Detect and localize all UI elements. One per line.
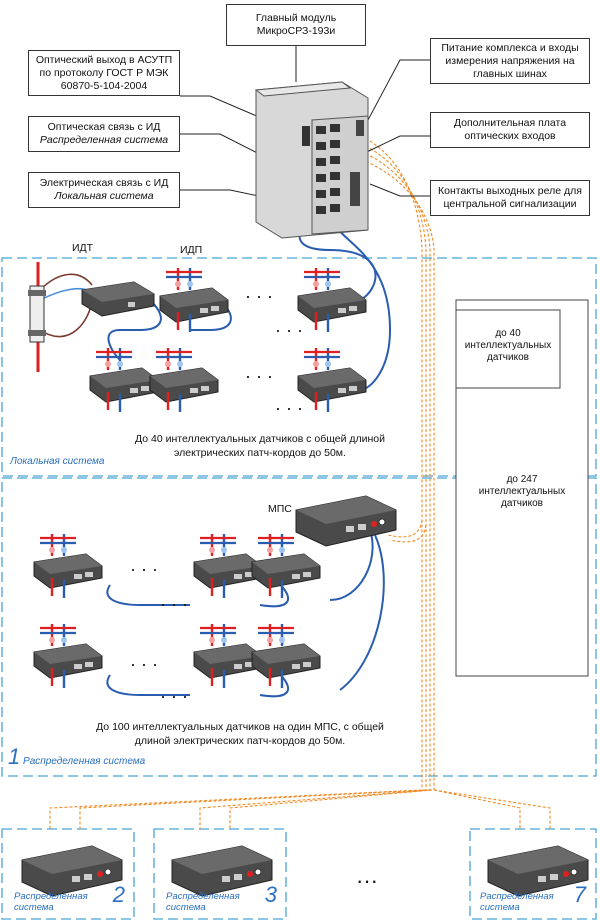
callout-optical-link: Оптическая связь с ИД Распределенная сис… bbox=[28, 116, 180, 152]
callout-relay-contacts: Контакты выходных реле для центральной с… bbox=[430, 180, 590, 216]
idt-label: ИДТ bbox=[72, 242, 94, 254]
idp-sensor bbox=[296, 266, 368, 334]
idt-sensor-post bbox=[28, 262, 46, 372]
fiber-trunk bbox=[49, 131, 551, 829]
up-to-40-text: до 40 интеллектуальных датчиков bbox=[464, 328, 552, 363]
mps-device-system3 bbox=[171, 845, 273, 897]
idp-sensor bbox=[32, 622, 104, 690]
ellipsis: · · · bbox=[130, 654, 158, 674]
system3-label: Распределенная система 3 bbox=[166, 882, 277, 914]
distributed-system-frame bbox=[1, 477, 597, 777]
idp-sensor bbox=[158, 266, 230, 334]
idp-sensor bbox=[250, 532, 322, 600]
ellipsis: · · · bbox=[245, 286, 273, 306]
system7-label: Распределенная система 7 bbox=[480, 882, 586, 914]
system2-frame bbox=[1, 828, 135, 920]
system7-frame bbox=[469, 828, 597, 920]
callout-extra-board: Дополнительная плата оптических входов bbox=[430, 112, 590, 148]
local-system-label: Локальная система bbox=[10, 456, 105, 467]
distributed-system-label: 1 Распределенная система bbox=[8, 744, 145, 770]
callout-electric-link: Электрическая связь с ИД Локальная систе… bbox=[28, 172, 180, 208]
system2-label: Распределенная система 2 bbox=[14, 882, 125, 914]
up-to-247-text: до 247 интеллектуальных датчиков bbox=[478, 474, 566, 509]
idp-sensor bbox=[148, 346, 220, 414]
local-caption: До 40 интеллектуальных датчиков с общей … bbox=[135, 433, 385, 459]
mps-device bbox=[295, 495, 397, 547]
system3-frame bbox=[153, 828, 287, 920]
main-module-title: Главный модуль bbox=[255, 12, 337, 24]
callout-optical-output: Оптический выход в АСУТП по протоколу ГО… bbox=[28, 50, 180, 96]
main-module-model: МикроСРЗ-193и bbox=[256, 25, 336, 37]
distributed-caption: До 100 интеллектуальных датчиков на один… bbox=[96, 721, 384, 747]
idp-sensor bbox=[296, 346, 368, 414]
idp-sensor bbox=[32, 532, 104, 600]
main-module-device bbox=[254, 81, 369, 239]
up-to-40-box bbox=[455, 309, 561, 389]
bottom-ellipsis: ··· bbox=[356, 868, 378, 893]
idt-device bbox=[81, 281, 155, 317]
ellipsis: · · · bbox=[160, 686, 188, 706]
ellipsis: · · · bbox=[245, 366, 273, 386]
ellipsis: · · · bbox=[275, 398, 303, 418]
local-system-frame bbox=[1, 257, 597, 477]
ellipsis: · · · bbox=[275, 320, 303, 340]
callout-power-inputs: Питание комплекса и входы измерения напр… bbox=[430, 38, 590, 84]
mps-device-system2 bbox=[21, 845, 123, 897]
ellipsis: · · · bbox=[160, 594, 188, 614]
idt-wire-brown bbox=[39, 273, 93, 291]
distributed-system-number: 1 bbox=[8, 744, 21, 769]
distributed-system-text: Распределенная система bbox=[23, 756, 146, 767]
idp-sensor bbox=[88, 346, 160, 414]
idp-sensor bbox=[250, 622, 322, 690]
ellipsis: · · · bbox=[130, 559, 158, 579]
main-module-box: Главный модуль МикроСРЗ-193и bbox=[226, 4, 366, 46]
mps-label: МПС bbox=[268, 503, 292, 515]
idp-label: ИДП bbox=[180, 244, 203, 256]
